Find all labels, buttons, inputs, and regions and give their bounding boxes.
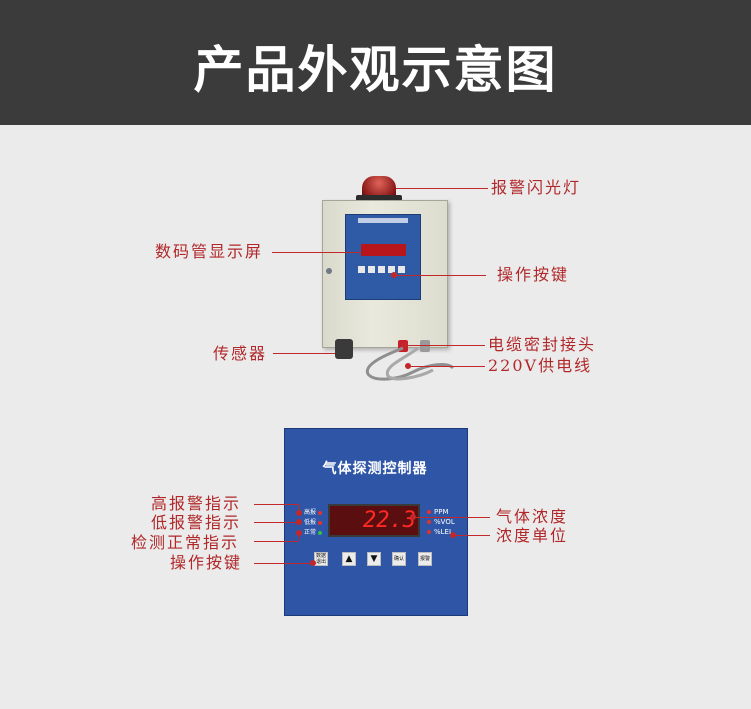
sensor-probe <box>335 339 353 359</box>
gland-leader-line <box>405 345 485 346</box>
keys-leader-dot <box>391 272 397 278</box>
unit-leader-dot <box>450 532 456 538</box>
beacon-leader-line <box>396 188 488 189</box>
device-key <box>398 266 405 273</box>
low-alarm-led <box>318 521 322 525</box>
high-alarm-leader-bend <box>298 504 299 512</box>
lower-keys-leader-dot <box>310 560 316 566</box>
concentration-display <box>328 504 420 537</box>
unit-led-lel <box>427 530 431 534</box>
device-panel-title <box>358 218 408 223</box>
device-key <box>378 266 385 273</box>
unit-label-vol: %VOL <box>434 518 455 526</box>
concentration-leader-line <box>412 517 490 518</box>
concentration-reading: 22.3 <box>363 508 416 533</box>
gland-leader-dot <box>402 342 408 348</box>
power-leader-line <box>408 366 485 367</box>
beacon-base <box>356 195 402 203</box>
down-button[interactable]: ▼ <box>367 552 381 566</box>
normal-leader-line <box>254 541 298 542</box>
device-front-panel <box>345 214 421 300</box>
device-digital-display <box>361 244 406 256</box>
alarm-button[interactable]: 报警 <box>418 552 432 566</box>
led-label-high: 高报 <box>304 509 317 516</box>
label-cable-gland: 电缆密封接头 <box>488 335 597 354</box>
page-title: 产品外观示意图 <box>193 41 558 99</box>
display-leader-line <box>272 252 360 253</box>
label-power-line: 220V供电线 <box>488 356 593 375</box>
device-key <box>388 266 395 273</box>
high-alarm-leader-dot <box>296 510 302 516</box>
low-alarm-leader-dot <box>296 519 302 525</box>
panel-title: 气体探测控制器 <box>322 461 428 477</box>
led-label-low: 低报 <box>304 519 317 526</box>
device-key <box>358 266 365 273</box>
high-alarm-led <box>318 511 322 515</box>
label-gas-concentration: 气体浓度 <box>496 507 569 526</box>
normal-led <box>318 531 322 535</box>
label-sensor: 传感器 <box>213 344 268 363</box>
enclosure-screw <box>326 268 332 274</box>
device-key <box>368 266 375 273</box>
unit-led-ppm <box>427 510 431 514</box>
high-alarm-leader-line <box>254 504 298 505</box>
label-operation-keys: 操作按键 <box>497 265 570 284</box>
normal-leader-dot <box>296 530 302 536</box>
label-alarm-beacon: 报警闪光灯 <box>491 178 582 197</box>
sensor-leader-line <box>273 353 335 354</box>
data-exit-button[interactable]: 数据 退出 <box>314 552 328 566</box>
label-digital-display: 数码管显示屏 <box>155 242 264 261</box>
label-lower-operation-keys: 操作按键 <box>170 553 243 572</box>
power-leader-dot <box>405 363 411 369</box>
label-concentration-unit: 浓度单位 <box>496 526 569 545</box>
label-normal-indicator: 检测正常指示 <box>131 533 240 552</box>
cable-gland-grey <box>420 340 430 352</box>
header-bar <box>0 0 751 125</box>
unit-leader-line <box>452 535 490 536</box>
low-alarm-leader-line <box>254 522 298 523</box>
power-cable <box>365 346 455 381</box>
concentration-leader-dot <box>410 514 416 520</box>
label-low-alarm: 低报警指示 <box>151 513 242 532</box>
unit-led-vol <box>427 520 431 524</box>
confirm-button[interactable]: 确认 <box>392 552 406 566</box>
unit-label-lel: %LEL <box>434 528 453 536</box>
led-label-normal: 正常 <box>304 529 317 536</box>
unit-label-ppm: PPM <box>434 508 449 516</box>
label-high-alarm: 高报警指示 <box>151 494 242 513</box>
normal-leader-bend <box>298 533 299 541</box>
keys-leader-line <box>394 275 486 276</box>
up-button[interactable]: ▲ <box>342 552 356 566</box>
lower-keys-leader-line <box>254 563 314 564</box>
